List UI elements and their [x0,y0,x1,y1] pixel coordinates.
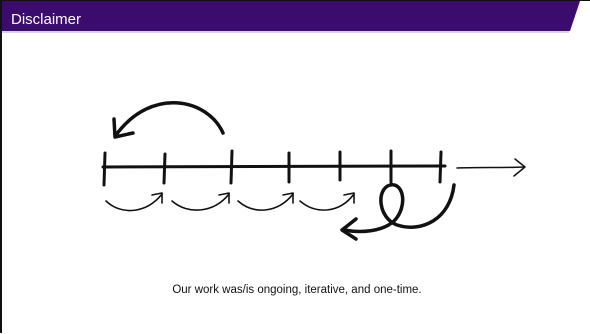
forward-step-arrow [299,193,355,211]
forward-step-arrowhead [343,192,355,204]
forward-step-arrows [105,192,355,212]
timeline-tick [229,149,234,185]
forward-step-arrow [105,193,163,212]
backward-arc-arrowhead [112,117,135,139]
timeline-tick [438,150,443,184]
timeline-tick [102,151,107,187]
forward-step-arrowhead [218,192,230,204]
forward-step-arrowhead [282,192,294,204]
continuation-arrow [456,166,525,169]
forward-step-arrow [237,193,294,211]
timeline-ticks [102,149,443,187]
backward-arc-arrow [114,100,225,137]
slide-caption: Our work was/is ongoing, iterative, and … [172,284,422,296]
forward-step-arrow [171,193,230,211]
slide-title: Disclaimer [11,11,82,28]
loop-arrowhead [340,217,358,241]
forward-step-arrowhead [151,192,163,204]
continuation-arrowhead [513,158,526,177]
title-banner-shape [2,1,580,31]
timeline-line [101,164,447,169]
title-banner [2,1,580,33]
timeline-tick [162,152,167,185]
loop-arrow [342,183,456,234]
